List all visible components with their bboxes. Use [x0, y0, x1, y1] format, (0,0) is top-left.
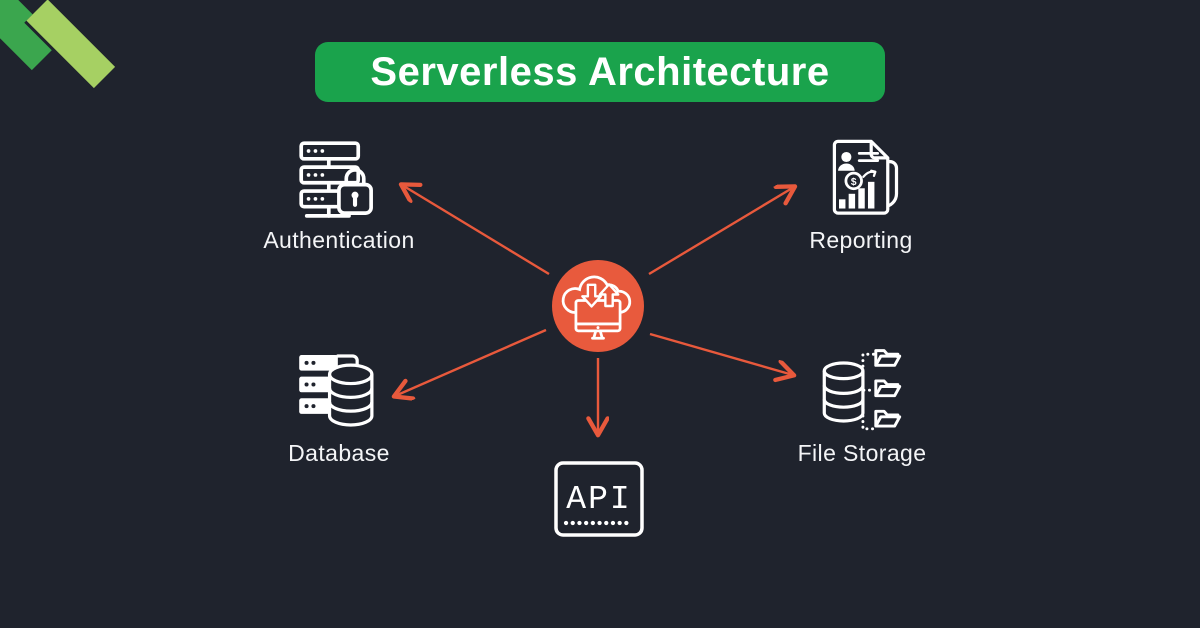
node-label-file-storage: File Storage: [797, 440, 927, 466]
corner-ribbon-decoration: [0, 0, 118, 91]
trend-arrowhead: [870, 169, 877, 178]
server-lights: [306, 149, 325, 201]
monitor-stand: [591, 329, 605, 340]
database-cylinder: [327, 363, 374, 427]
bar-chart-glyph: [839, 181, 875, 209]
server-database-icon: [299, 354, 374, 427]
database-folders-icon: [822, 349, 902, 431]
api-frame: [554, 461, 644, 537]
dotted-connectors: [861, 352, 876, 431]
report-document-icon: $: [832, 139, 899, 215]
page-title: Serverless Architecture: [370, 49, 830, 94]
folder-icon: [874, 349, 902, 367]
node-label-authentication: Authentication: [263, 227, 415, 253]
folder-icon: [874, 409, 902, 428]
arrow-to-database: [395, 328, 547, 396]
corner-stripe-dark: [0, 0, 61, 71]
storage-cylinder: [822, 361, 865, 423]
node-label-database: Database: [288, 440, 390, 466]
api-box-icon: API: [554, 461, 644, 537]
arrow-to-reporting: [648, 187, 794, 276]
title-banner: Serverless Architecture: [315, 42, 885, 102]
lock-shackle: [344, 168, 366, 185]
server-lights: [304, 360, 316, 409]
folder-icon: [874, 379, 902, 398]
dollar-sign: $: [851, 177, 857, 188]
person-glyph: [838, 151, 855, 171]
cloud-outline: [561, 275, 632, 314]
monitor-button: [596, 326, 600, 330]
servers-lock-icon: [299, 141, 373, 218]
center-hub: [552, 260, 644, 352]
cloud-upload-download-monitor-icon: [561, 275, 632, 340]
arrow-to-authentication: [402, 185, 550, 276]
node-label-reporting: Reporting: [809, 227, 913, 253]
arrow-to-file-storage: [649, 332, 793, 375]
dollar-coin: [844, 171, 863, 191]
corner-stripe-light: [26, 0, 116, 89]
upload-arrow-icon: [598, 283, 620, 308]
download-arrow-icon: [581, 283, 602, 308]
node-label-api: API: [566, 481, 631, 518]
server-connector: [336, 354, 359, 374]
